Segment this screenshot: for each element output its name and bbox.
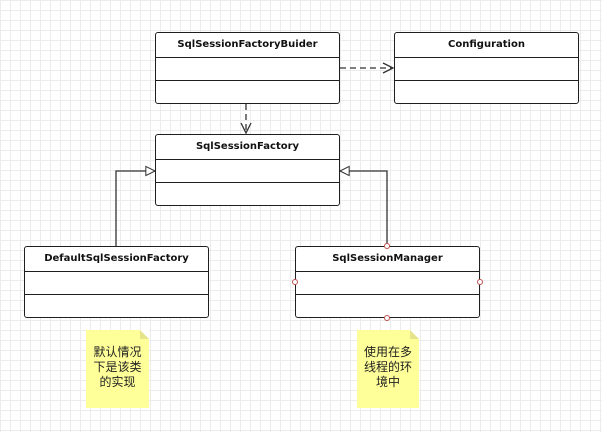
note-text: 使用在多线程的环境中 — [363, 345, 412, 389]
class-sqlsessionfactory[interactable]: SqlSessionFactory — [155, 134, 340, 206]
resize-handle-right[interactable] — [477, 279, 483, 285]
note-multithread-usage[interactable]: 使用在多线程的环境中 — [357, 330, 419, 408]
class-name: SqlSessionFactoryBuider — [156, 33, 339, 58]
class-attributes-section — [156, 58, 339, 81]
note-fold-icon — [140, 330, 149, 339]
note-text: 默认情况下是该类的实现 — [93, 345, 142, 389]
class-configuration[interactable]: Configuration — [394, 32, 579, 104]
resize-handle-left[interactable] — [292, 279, 298, 285]
generalization-session-manager[interactable] — [340, 171, 388, 245]
class-methods-section — [156, 81, 339, 103]
class-sqlsessionmanager[interactable]: SqlSessionManager — [295, 246, 480, 318]
class-name: DefaultSqlSessionFactory — [25, 247, 208, 272]
class-methods-section — [395, 81, 578, 103]
generalization-default-factory[interactable] — [115, 171, 155, 246]
class-attributes-section — [395, 58, 578, 81]
class-methods-section — [156, 183, 339, 205]
class-attributes-section — [296, 272, 479, 295]
class-attributes-section — [156, 160, 339, 183]
class-methods-section — [296, 295, 479, 317]
note-default-implementation[interactable]: 默认情况下是该类的实现 — [86, 330, 149, 408]
class-name: Configuration — [395, 33, 578, 58]
class-sqlsessionfactorybuider[interactable]: SqlSessionFactoryBuider — [155, 32, 340, 104]
class-methods-section — [25, 295, 208, 317]
class-attributes-section — [25, 272, 208, 295]
resize-handle-top[interactable] — [384, 243, 390, 249]
note-fold-icon — [410, 330, 419, 339]
class-defaultsqlsessionfactory[interactable]: DefaultSqlSessionFactory — [24, 246, 209, 318]
resize-handle-bottom[interactable] — [384, 315, 390, 321]
class-name: SqlSessionManager — [296, 247, 479, 272]
class-name: SqlSessionFactory — [156, 135, 339, 160]
